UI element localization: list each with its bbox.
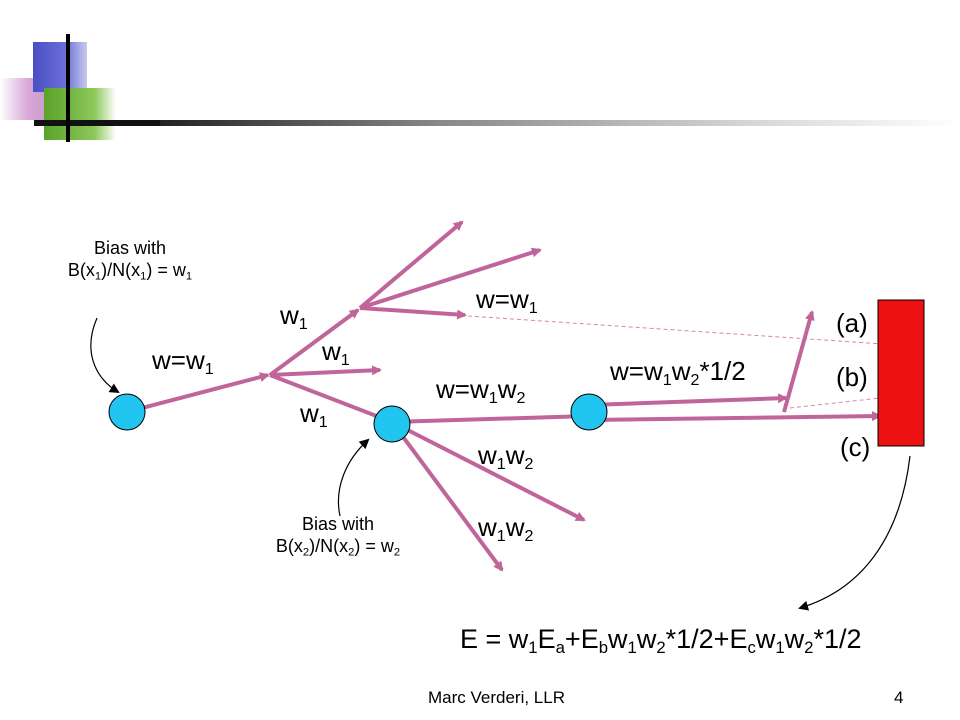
node-1 — [108, 393, 146, 431]
label-w-eq-w1-upper: w=w1 — [476, 284, 538, 317]
bias-annotation-2: Bias with B(x2)/N(x2) = w2 — [238, 514, 438, 559]
bias-annotation-2-line2: B(x2)/N(x2) = w2 — [275, 535, 401, 558]
track-to-a — [782, 310, 815, 413]
track-upper-1 — [358, 220, 464, 310]
track-node2-down1 — [391, 420, 586, 522]
bias1-pointer — [90, 317, 120, 394]
track-upper-3 — [359, 306, 467, 320]
label-b: (b) — [836, 362, 868, 392]
track-split-down — [269, 373, 394, 424]
footer-author: Marc Verderi, LLR — [428, 688, 565, 707]
track-node2-down2 — [390, 420, 504, 572]
decor-square-green — [44, 88, 116, 140]
label-w-eq-w1-primary: w=w1 — [152, 345, 214, 378]
bias-annotation-2-line1: Bias with — [301, 514, 375, 534]
bias-annotation-1: Bias with B(x1)/N(x1) = w1 — [30, 238, 230, 283]
node-2 — [373, 405, 411, 443]
detector — [877, 299, 925, 447]
title-rule-dark — [34, 120, 164, 126]
energy-formula: E = w1Ea+Ebw1w2*1/2+Ecw1w2*1/2 — [460, 624, 862, 658]
label-w-eq-w1w2-half: w=w1w2*1/2 — [610, 356, 746, 389]
label-a: (a) — [836, 308, 868, 338]
track-split-mid — [269, 365, 382, 377]
label-w1-mid: w1 — [322, 336, 350, 369]
track-node3-lower — [589, 411, 882, 422]
dashed-line-a — [467, 315, 899, 346]
bias-annotation-1-line1: Bias with — [93, 238, 167, 258]
label-w1w2-a: w1w2 — [478, 440, 534, 473]
label-w-eq-w1w2: w=w1w2 — [436, 374, 526, 407]
title-rule-fade — [160, 120, 960, 126]
label-w1-up: w1 — [280, 300, 308, 333]
decor-square-blue — [33, 42, 87, 92]
bias2-pointer — [337, 438, 370, 517]
label-w1-down: w1 — [300, 398, 328, 431]
track-node2-to-node3 — [391, 411, 590, 424]
label-c: (c) — [840, 432, 871, 462]
detector-to-formula-pointer — [798, 455, 911, 611]
page-number: 4 — [894, 688, 904, 707]
track-upper-2 — [359, 247, 542, 310]
label-w1w2-b: w1w2 — [478, 512, 534, 545]
track-primary — [126, 372, 270, 414]
title-rule-vertical — [66, 34, 70, 142]
node-3 — [570, 393, 608, 431]
track-node3-upper — [589, 393, 788, 407]
bias-annotation-1-line2: B(x1)/N(x1) = w1 — [67, 259, 193, 282]
track-split-up — [268, 308, 360, 377]
